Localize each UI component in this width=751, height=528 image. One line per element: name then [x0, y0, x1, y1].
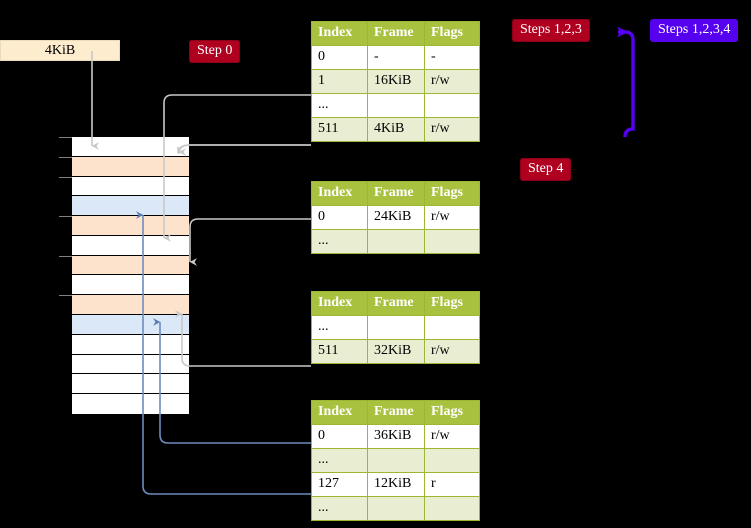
column-header-flags: Flags [424, 400, 480, 425]
step-badge-steps1234: Steps 1,2,3,4 [650, 19, 739, 42]
column-header-index: Index [311, 181, 368, 206]
memory-row [72, 156, 189, 177]
table-row: ... [311, 93, 480, 118]
memory-size-label: 4KiB [0, 40, 120, 61]
memory-row [72, 295, 189, 316]
column-header-index: Index [311, 400, 368, 425]
table-row: ... [311, 448, 480, 473]
physical-memory-column [71, 136, 190, 415]
memory-row [72, 354, 189, 375]
table-cell [367, 93, 425, 118]
memory-row [72, 275, 189, 296]
table-row: 0-- [311, 45, 480, 70]
table-cell: - [424, 45, 480, 70]
memory-row [72, 216, 189, 236]
table-cell: 511 [311, 117, 368, 142]
table-cell: r/w [424, 424, 480, 449]
memory-tick [59, 156, 72, 158]
step-badge-steps123: Steps 1,2,3 [512, 19, 590, 42]
table-cell [424, 448, 480, 473]
connector-pd-row511 [181, 324, 311, 367]
table-cell: r/w [424, 117, 480, 142]
table-cell: r [424, 472, 480, 497]
memory-row [72, 137, 189, 157]
column-header-flags: Flags [424, 181, 480, 206]
memory-row [72, 235, 189, 256]
table-cell: r/w [424, 69, 480, 94]
table-row: ... [311, 496, 480, 521]
memory-tick [59, 137, 72, 138]
column-header-frame: Frame [367, 291, 425, 316]
table-cell [367, 496, 425, 521]
table-row: ... [311, 229, 480, 254]
column-header-index: Index [311, 291, 368, 316]
column-header-index: Index [311, 21, 368, 46]
memory-row [72, 334, 189, 355]
table-cell: 1 [311, 69, 368, 94]
memory-row [72, 394, 189, 414]
table-cell [424, 315, 480, 340]
table-row: ... [311, 315, 480, 340]
table-cell [367, 448, 425, 473]
table-cell [424, 93, 480, 118]
table-cell: ... [311, 93, 368, 118]
memory-row [72, 196, 189, 217]
memory-row [72, 374, 189, 395]
column-header-frame: Frame [367, 400, 425, 425]
table-cell: r/w [424, 205, 480, 230]
table-cell [367, 229, 425, 254]
table-cell: 24KiB [367, 205, 425, 230]
violet-bracket [617, 26, 635, 138]
table-cell: 4KiB [367, 117, 425, 142]
table-cell: ... [311, 496, 368, 521]
column-header-flags: Flags [424, 291, 480, 316]
table-cell: 16KiB [367, 69, 425, 94]
memory-tick [59, 176, 72, 178]
table-cell [367, 315, 425, 340]
memory-tick [59, 255, 72, 257]
table-cell: 12KiB [367, 472, 425, 497]
bracket-steps-1234 [617, 26, 635, 138]
table-cell: ... [311, 448, 368, 473]
table-cell: 0 [311, 205, 368, 230]
table-cell: ... [311, 315, 368, 340]
table-cell: 511 [311, 339, 368, 364]
connector-pml4-row511 [177, 144, 311, 154]
table-cell: ... [311, 229, 368, 254]
table-cell: 32KiB [367, 339, 425, 364]
table-cell [424, 229, 480, 254]
table-cell: 36KiB [367, 424, 425, 449]
column-header-frame: Frame [367, 21, 425, 46]
step-badge-step0: Step 0 [189, 40, 241, 63]
connector-pdp-row0 [189, 218, 311, 253]
table-cell [424, 496, 480, 521]
table-cell: 0 [311, 45, 368, 70]
table-cell: 127 [311, 472, 368, 497]
memory-tick [59, 216, 72, 218]
memory-row [72, 255, 189, 276]
column-header-frame: Frame [367, 181, 425, 206]
column-header-flags: Flags [424, 21, 480, 46]
table-cell: r/w [424, 339, 480, 364]
table-cell: 0 [311, 424, 368, 449]
connector-blue-to-pt-row127 [142, 435, 311, 495]
memory-row [72, 176, 189, 197]
memory-row [72, 315, 189, 335]
memory-tick [59, 295, 72, 297]
table-cell: - [367, 45, 425, 70]
step-badge-step4: Step 4 [520, 158, 572, 181]
memory-size-label-text: 4KiB [44, 42, 76, 58]
